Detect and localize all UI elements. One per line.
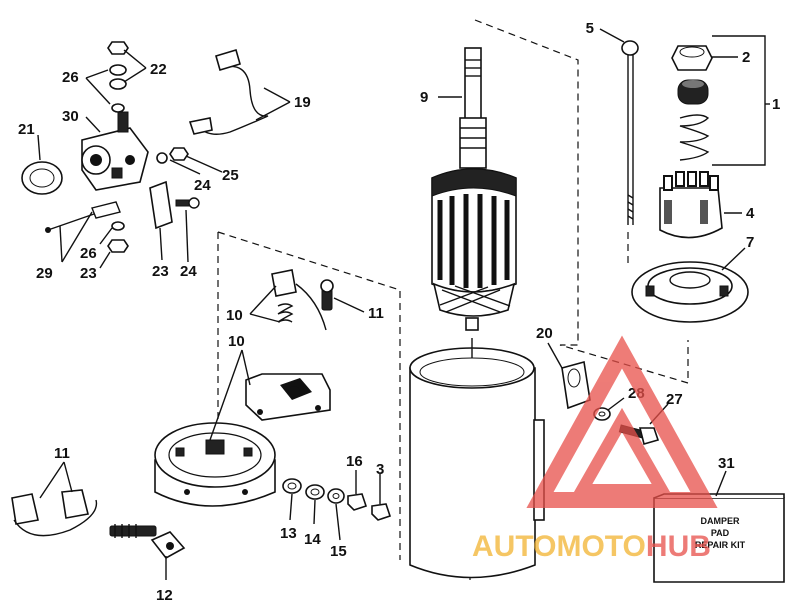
housing-bracket	[533, 419, 545, 521]
callout-25: 25	[222, 167, 239, 184]
armature-shaft	[464, 47, 482, 124]
callout-20: 21	[18, 121, 35, 138]
watermark-triangle-outer	[526, 335, 718, 508]
callout-11-lower: 11	[54, 445, 70, 462]
callout-24: 24	[194, 177, 211, 194]
callout-15: 14	[304, 531, 321, 548]
callout-28: 27	[666, 391, 683, 408]
kit-label-line2: PAD	[711, 528, 730, 538]
callout-27: 29	[36, 265, 53, 282]
callout-13: 12	[156, 587, 173, 604]
nut-17	[347, 493, 368, 511]
brush-lead	[295, 283, 327, 331]
callout-3: 3	[376, 461, 384, 478]
callout-4: 4	[746, 205, 755, 222]
armature	[431, 47, 517, 331]
callout-11-upper: 10	[226, 307, 243, 324]
callout-26-top: 26	[62, 69, 79, 86]
callout-30: 30	[62, 108, 79, 125]
lower-brush-kit	[11, 489, 186, 560]
callout-numbers: 5 2 1 4 7 9 20 28 27 31 19 21 30 26 22 2…	[18, 20, 780, 604]
repair-kit-box: DAMPER PAD REPAIR KIT	[653, 493, 785, 583]
nut-23-top	[107, 41, 129, 55]
washer-26-top	[109, 64, 127, 76]
watermark: AUTOMOTOHUB	[472, 335, 718, 563]
motor-housing	[409, 338, 545, 579]
brush-block	[271, 269, 297, 297]
brush-lower-right	[61, 489, 89, 519]
callout-22: 24	[180, 263, 197, 280]
callout-17: 16	[346, 453, 363, 470]
nut-25	[169, 147, 189, 161]
brush-lead-lower	[13, 499, 98, 537]
callout-16: 15	[330, 543, 347, 560]
terminal-stud	[109, 525, 157, 537]
kit-label-line1: DAMPER	[700, 516, 740, 526]
callout-12: 11	[368, 305, 384, 322]
brush-spring	[277, 303, 294, 323]
callout-18: 19	[294, 94, 311, 111]
cable-18	[199, 65, 269, 135]
brush-lower-left	[11, 493, 39, 525]
dashed-outline-armature	[474, 19, 689, 384]
callout-21: 23	[152, 263, 169, 280]
housing-body	[409, 367, 536, 579]
dashed-outline-endcap	[217, 231, 401, 560]
washers-and-nuts	[282, 478, 392, 521]
clip-and-screw	[561, 360, 660, 445]
callout-2: 2	[742, 49, 750, 66]
callout-7: 7	[746, 234, 754, 251]
callout-10: 10	[228, 333, 245, 350]
armature-winding-top	[431, 168, 517, 197]
spring	[679, 114, 710, 161]
watermark-text-part1: AUTOMOTO	[472, 530, 646, 563]
callout-26-bottom: 26	[80, 245, 97, 262]
brush-and-spring	[271, 269, 334, 331]
armature-spline	[459, 117, 487, 169]
callout-23-top: 22	[150, 61, 167, 78]
watermark-text: AUTOMOTOHUB	[472, 530, 711, 563]
washer-24	[156, 152, 168, 164]
bolt-head-5	[621, 40, 639, 56]
callout-31: 31	[718, 455, 735, 472]
solenoid-terminal	[117, 111, 129, 133]
callout-1: 1	[772, 96, 780, 113]
plunger-27	[91, 201, 121, 219]
nut-3	[371, 503, 392, 521]
drive-assembly	[621, 40, 749, 323]
solenoid-assembly	[21, 41, 269, 253]
watermark-text-part2: HUB	[646, 530, 711, 563]
callout-23-bottom: 23	[80, 265, 97, 282]
washer-26-bottom	[111, 221, 125, 231]
brush-plate-endcap	[154, 373, 331, 507]
callout-9: 9	[420, 89, 428, 106]
watermark-triangle-inner	[571, 407, 673, 496]
brush-holder-plate	[245, 373, 331, 421]
callout-5: 5	[586, 20, 594, 37]
kit-label-line3: REPAIR KIT	[695, 540, 746, 550]
bracket-21	[149, 180, 173, 230]
armature-shaft-end	[465, 317, 479, 331]
nut-23-bottom	[107, 239, 129, 253]
callout-14: 13	[280, 525, 297, 542]
callout-19: 20	[536, 325, 553, 342]
